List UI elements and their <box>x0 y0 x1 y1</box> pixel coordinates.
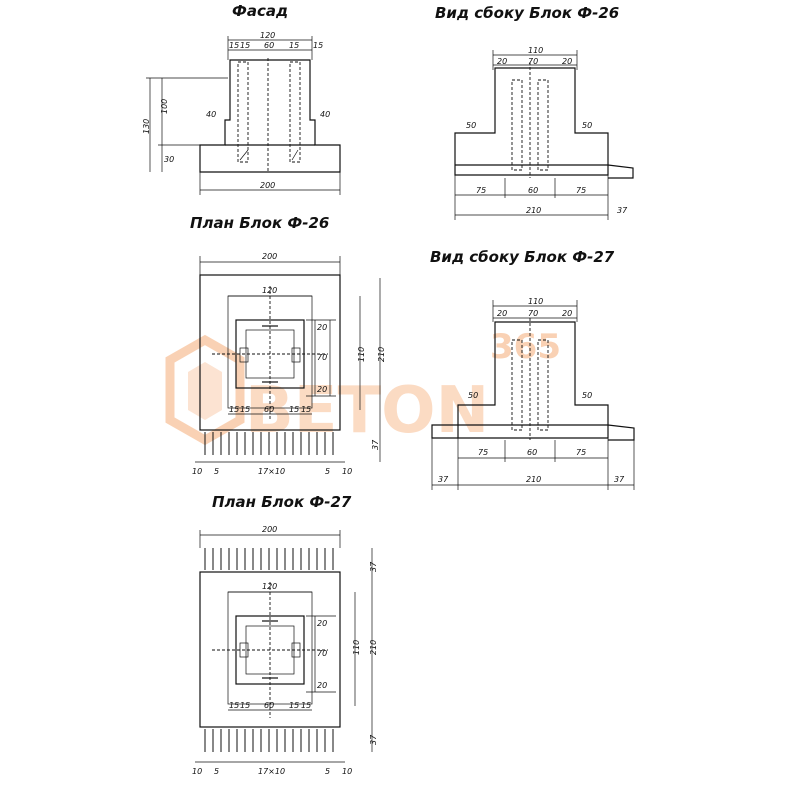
facade-dim-15c: 15 <box>289 41 299 50</box>
plan-f26-dim-10a: 10 <box>192 467 202 476</box>
plan-f27-dim-60: 60 <box>264 701 274 710</box>
plan-f26-dim-210: 210 <box>377 347 386 362</box>
plan-f27-dim-15c: 15 <box>289 701 299 710</box>
watermark: BETON 365 <box>165 327 561 448</box>
plan-f26-dim-5b: 5 <box>325 467 330 476</box>
plan-f26-hatch <box>204 432 334 455</box>
side-f26-dim-20a: 20 <box>497 57 507 66</box>
plan-f26-dim-17x10: 17×10 <box>258 467 285 476</box>
plan-f26-dim-60: 60 <box>264 405 274 414</box>
side-view-f27: Вид сбоку Блок Ф-27 110 20 70 20 50 50 7… <box>430 248 635 490</box>
watermark-logo-text: BETON <box>245 374 489 448</box>
plan-f26-dim-r20a: 20 <box>317 323 327 332</box>
side-view-f26: Вид сбоку Блок Ф-26 110 20 70 20 50 50 7… <box>435 4 634 220</box>
plan-f27-dim-210: 210 <box>369 640 378 655</box>
plan-f26-dim-15b: 15 <box>240 405 250 414</box>
side-f27-dim-75a: 75 <box>478 448 488 457</box>
facade-dim-60: 60 <box>264 41 274 50</box>
side-f27-dim-110: 110 <box>528 297 543 306</box>
plan-f27-hatch-bottom <box>204 729 334 752</box>
plan-f27-dim-15a: 15 <box>229 701 239 710</box>
side-f26-dim-210: 210 <box>526 206 541 215</box>
plan-f26-dim-15c: 15 <box>289 405 299 414</box>
plan-f27-dim-10a: 10 <box>192 767 202 776</box>
plan-f27-dim-r20b: 20 <box>317 681 327 690</box>
side-f26-dim-60: 60 <box>528 186 538 195</box>
plan-f26-dim-r70: 70 <box>317 353 327 362</box>
side-f26-dim-75b: 75 <box>576 186 586 195</box>
side-f26-dim-37: 37 <box>617 206 628 215</box>
plan-f27-dim-120: 120 <box>262 582 277 591</box>
facade-dim-40l: 40 <box>206 110 216 119</box>
side-f26-dim-20b: 20 <box>562 57 572 66</box>
plan-f27-dim-37b: 37 <box>369 734 378 745</box>
plan-f26-dim-15d: 15 <box>301 405 311 414</box>
side-f27-dim-20b: 20 <box>562 309 572 318</box>
plan-f26-dim-5a: 5 <box>214 467 219 476</box>
facade-dim-15d: 15 <box>313 41 323 50</box>
facade-dim-15a: 15 <box>229 41 239 50</box>
facade-dim-120: 120 <box>260 31 275 40</box>
side-f26-dim-50l: 50 <box>466 121 476 130</box>
side-f27-dim-50r: 50 <box>582 391 592 400</box>
plan-f26-dim-r20b: 20 <box>317 385 327 394</box>
side-f27-dim-70: 70 <box>528 309 538 318</box>
plan-f27-title: План Блок Ф-27 <box>212 493 352 511</box>
plan-f27-dim-r20a: 20 <box>317 619 327 628</box>
side-f27-dim-60: 60 <box>527 448 537 457</box>
plan-f27-dim-110: 110 <box>352 640 361 655</box>
plan-f26-dim-200: 200 <box>262 252 277 261</box>
facade-dim-15b: 15 <box>240 41 250 50</box>
side-f26-title: Вид сбоку Блок Ф-26 <box>435 4 619 22</box>
plan-f26-dim-15a: 15 <box>229 405 239 414</box>
side-f26-dim-75a: 75 <box>476 186 486 195</box>
side-f27-dim-210: 210 <box>526 475 541 484</box>
side-f27-title: Вид сбоку Блок Ф-27 <box>430 248 615 266</box>
facade-dim-30: 30 <box>164 155 174 164</box>
plan-f27-hatch-top <box>204 548 334 570</box>
side-f26-dim-50r: 50 <box>582 121 592 130</box>
plan-f26-dim-37: 37 <box>371 439 380 450</box>
plan-f27-dim-200: 200 <box>262 525 277 534</box>
plan-f27-dim-5a: 5 <box>214 767 219 776</box>
plan-view-f27: План Блок Ф-27 <box>192 493 378 776</box>
side-f26-dim-70: 70 <box>528 57 538 66</box>
plan-f27-dim-17x10: 17×10 <box>258 767 285 776</box>
plan-f27-dim-15b: 15 <box>240 701 250 710</box>
side-f27-dim-20a: 20 <box>497 309 507 318</box>
plan-f27-dim-15d: 15 <box>301 701 311 710</box>
facade-view: Фасад 120 15 15 60 15 15 40 40 130 100 3… <box>142 2 341 195</box>
plan-f27-dim-r70: 70 <box>317 649 327 658</box>
facade-title: Фасад <box>232 2 288 20</box>
watermark-logo-number: 365 <box>490 327 561 367</box>
plan-f27-dim-5b: 5 <box>325 767 330 776</box>
plan-f27-dim-10b: 10 <box>342 767 352 776</box>
facade-dim-100: 100 <box>160 99 169 114</box>
side-f27-dim-50l: 50 <box>468 391 478 400</box>
facade-dim-130: 130 <box>142 119 151 134</box>
side-f27-dim-37a: 37 <box>438 475 449 484</box>
side-f27-dim-37b: 37 <box>614 475 625 484</box>
side-f26-dim-110: 110 <box>528 46 543 55</box>
side-f27-dim-75b: 75 <box>576 448 586 457</box>
facade-dim-40r: 40 <box>320 110 330 119</box>
watermark-hexagon-icon <box>165 334 245 446</box>
plan-f26-dim-120: 120 <box>262 286 277 295</box>
plan-f26-dim-10b: 10 <box>342 467 352 476</box>
plan-f26-dim-110: 110 <box>357 347 366 362</box>
plan-view-f26: План Блок Ф-26 <box>190 214 386 476</box>
plan-f26-title: План Блок Ф-26 <box>190 214 329 232</box>
plan-f27-dim-37a: 37 <box>369 561 378 572</box>
facade-dim-200: 200 <box>260 181 275 190</box>
